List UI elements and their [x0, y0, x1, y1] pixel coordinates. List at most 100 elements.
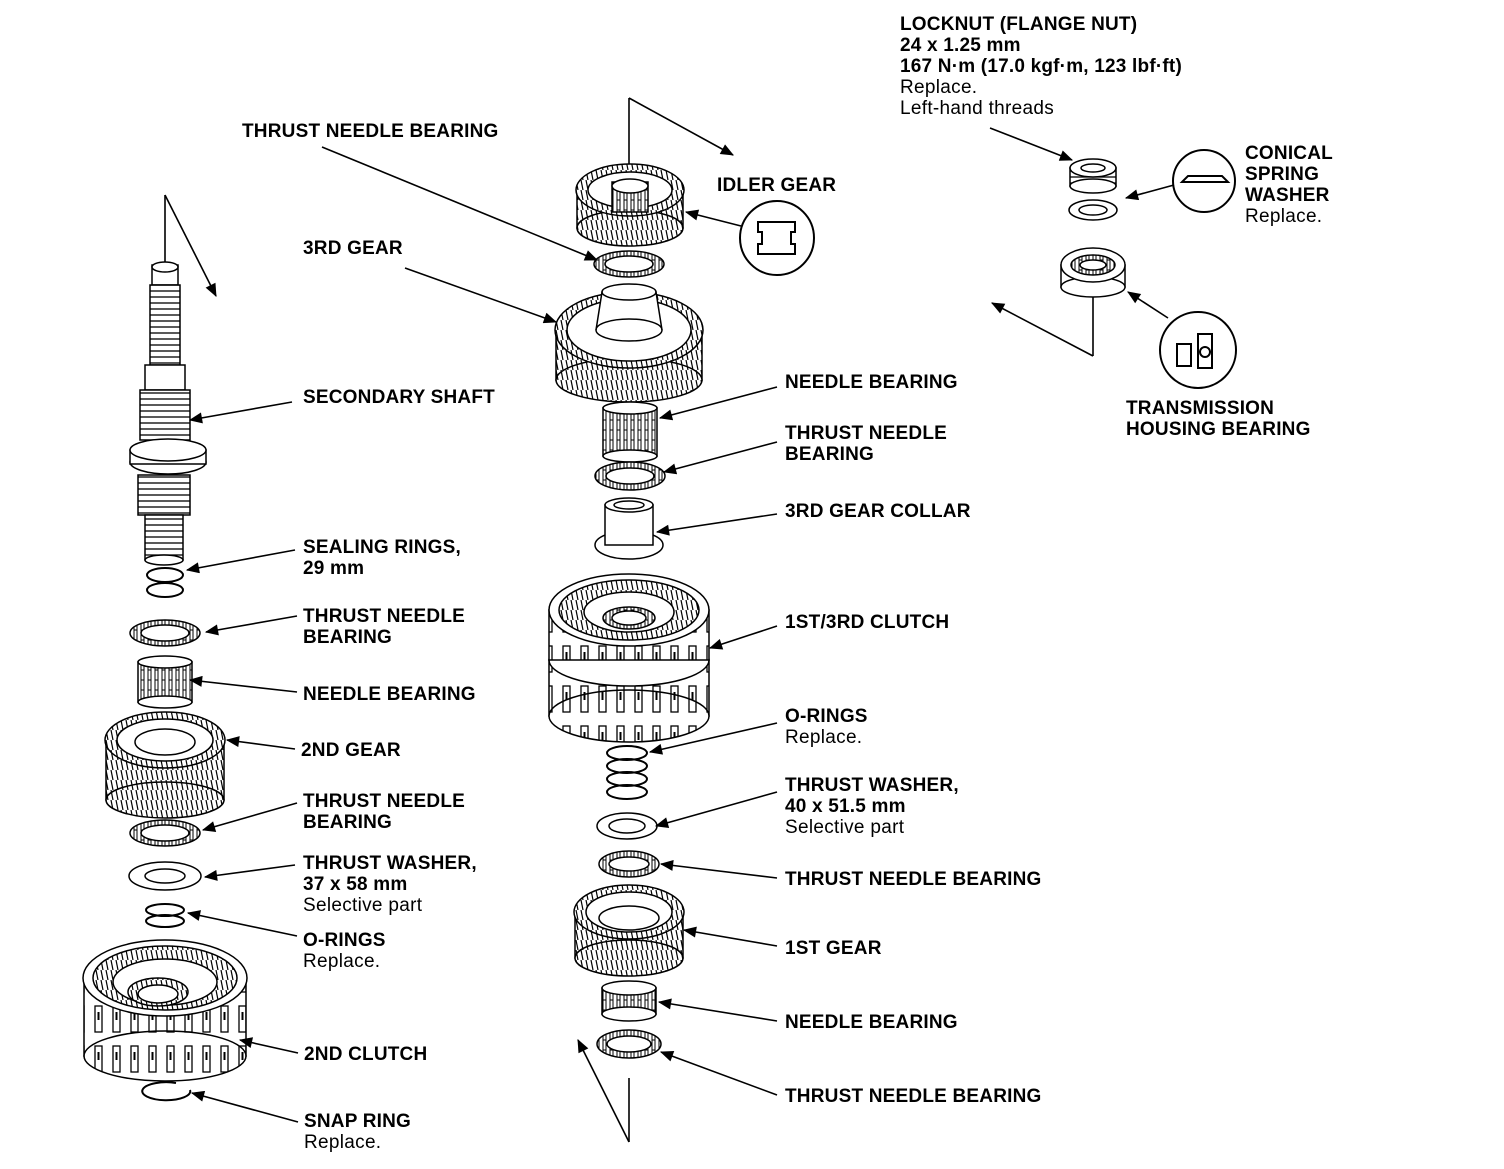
label-snap-ring: SNAP RING Replace. [304, 1111, 411, 1153]
label-first-gear: 1ST GEAR [785, 938, 882, 959]
label-secondary-shaft: SECONDARY SHAFT [303, 387, 495, 408]
thrust-needle-bearing-mid-3 [596, 1029, 662, 1059]
thrust-washer-mid [596, 812, 658, 840]
label-transmission-housing-bearing: TRANSMISSION HOUSING BEARING [1126, 398, 1311, 440]
label-locknut-line1: LOCKNUT (FLANGE NUT) [900, 14, 1138, 35]
first-third-clutch [548, 573, 710, 743]
label-tnb-left1-line1: THRUST NEEDLE [303, 606, 465, 627]
sealing-rings-left [146, 567, 184, 598]
leader-arrows [185, 127, 1175, 1123]
label-tnb-mid1-line1: THRUST NEEDLE [785, 423, 947, 444]
label-tnb-left1-line2: BEARING [303, 627, 393, 648]
label-tw-mid-line3: Selective part [785, 817, 905, 838]
label-second-clutch-text: 2ND CLUTCH [304, 1044, 428, 1065]
label-locknut: LOCKNUT (FLANGE NUT) 24 x 1.25 mm 167 N·… [900, 14, 1182, 119]
label-conical-line2: SPRING [1245, 164, 1320, 185]
label-thrust-needle-mid-3: THRUST NEEDLE BEARING [785, 1086, 1042, 1107]
label-first-third-clutch-text: 1ST/3RD CLUTCH [785, 612, 950, 633]
label-housing-line1: TRANSMISSION [1126, 398, 1275, 419]
label-housing-line2: HOUSING BEARING [1126, 419, 1311, 440]
label-orings-mid-line2: Replace. [785, 727, 863, 748]
label-tnb-mid2-text: THRUST NEEDLE BEARING [785, 869, 1042, 890]
o-rings-mid [606, 745, 648, 800]
conical-spring-washer [1068, 199, 1118, 221]
label-third-gear-collar-text: 3RD GEAR COLLAR [785, 501, 971, 522]
label-locknut-line3: 167 N·m (17.0 kgf·m, 123 lbf·ft) [900, 56, 1182, 77]
label-needle-bearing-mid-1: NEEDLE BEARING [785, 372, 958, 393]
label-needle-bearing-mid-2: NEEDLE BEARING [785, 1012, 958, 1033]
label-tw-left-line1: THRUST WASHER, [303, 853, 477, 874]
label-o-rings-mid: O-RINGS Replace. [785, 706, 868, 748]
housing-bearing-inset [1159, 311, 1237, 389]
label-first-third-clutch: 1ST/3RD CLUTCH [785, 612, 949, 633]
label-orings-mid-line1: O-RINGS [785, 706, 868, 727]
label-sealing-rings-line1: SEALING RINGS, [303, 537, 461, 558]
label-thrust-needle-mid-1: THRUST NEEDLE BEARING [785, 423, 947, 465]
label-snap-ring-line2: Replace. [304, 1132, 382, 1153]
label-third-gear: 3RD GEAR [303, 238, 403, 259]
label-tw-left-line3: Selective part [303, 895, 423, 916]
thrust-needle-bearing-mid-1 [594, 461, 666, 491]
label-thrust-needle-left-1: THRUST NEEDLE BEARING [303, 606, 465, 648]
label-conical-line1: CONICAL [1245, 143, 1333, 164]
label-tnb-mid1-line2: BEARING [785, 444, 875, 465]
label-tnb-left2-line1: THRUST NEEDLE [303, 791, 465, 812]
label-conical-spring-washer: CONICAL SPRING WASHER Replace. [1245, 143, 1333, 227]
label-second-gear: 2ND GEAR [301, 740, 401, 761]
label-needle-bearing-mid1-text: NEEDLE BEARING [785, 372, 958, 393]
thrust-washer-left [128, 861, 202, 891]
label-snap-ring-line1: SNAP RING [304, 1111, 412, 1132]
needle-bearing-mid-2 [601, 980, 657, 1022]
needle-bearing-mid-1 [602, 401, 658, 463]
label-secondary-shaft-text: SECONDARY SHAFT [303, 387, 495, 408]
snap-ring [141, 1081, 192, 1102]
label-thrust-washer-mid: THRUST WASHER, 40 x 51.5 mm Selective pa… [785, 775, 959, 838]
axis-lines [164, 97, 1094, 1143]
label-thrust-needle-top-text: THRUST NEEDLE BEARING [242, 121, 499, 142]
label-needle-bearing-left: NEEDLE BEARING [303, 684, 476, 705]
thrust-needle-bearing-left-2 [129, 819, 201, 847]
o-rings-left [145, 903, 185, 928]
label-needle-bearing-mid2-text: NEEDLE BEARING [785, 1012, 958, 1033]
label-locknut-line2: 24 x 1.25 mm [900, 35, 1021, 56]
label-thrust-washer-left: THRUST WASHER, 37 x 58 mm Selective part [303, 853, 477, 916]
label-thrust-needle-left-2: THRUST NEEDLE BEARING [303, 791, 465, 833]
label-tw-mid-line1: THRUST WASHER, [785, 775, 959, 796]
label-sealing-rings-line2: 29 mm [303, 558, 365, 579]
idler-gear-inset [739, 200, 815, 276]
label-orings-left-line2: Replace. [303, 951, 381, 972]
transmission-housing-bearing [1060, 247, 1126, 298]
label-tw-left-line2: 37 x 58 mm [303, 874, 408, 895]
label-tnb-left2-line2: BEARING [303, 812, 393, 833]
label-locknut-line4: Replace. [900, 77, 978, 98]
conical-spring-washer-inset [1172, 149, 1236, 213]
label-needle-bearing-left-text: NEEDLE BEARING [303, 684, 476, 705]
label-tw-mid-line2: 40 x 51.5 mm [785, 796, 906, 817]
label-second-gear-text: 2ND GEAR [301, 740, 401, 761]
thrust-needle-bearing-top [593, 250, 665, 278]
label-second-clutch: 2ND CLUTCH [304, 1044, 427, 1065]
locknut [1069, 158, 1117, 194]
thrust-needle-bearing-left-1 [129, 619, 201, 647]
label-third-gear-collar: 3RD GEAR COLLAR [785, 501, 971, 522]
first-gear [573, 884, 685, 977]
third-gear [554, 283, 704, 403]
label-tnb-mid3-text: THRUST NEEDLE BEARING [785, 1086, 1042, 1107]
label-locknut-line5: Left-hand threads [900, 98, 1055, 119]
label-o-rings-left: O-RINGS Replace. [303, 930, 386, 972]
label-idler-gear-text: IDLER GEAR [717, 175, 837, 196]
label-thrust-needle-bearing-top: THRUST NEEDLE BEARING [242, 121, 499, 142]
needle-bearing-left [137, 655, 193, 709]
third-gear-collar [594, 497, 664, 560]
label-idler-gear: IDLER GEAR [717, 175, 836, 196]
label-first-gear-text: 1ST GEAR [785, 938, 882, 959]
label-sealing-rings: SEALING RINGS, 29 mm [303, 537, 461, 579]
thrust-needle-bearing-mid-2 [598, 850, 660, 878]
second-clutch [82, 939, 248, 1082]
idler-gear [575, 163, 685, 247]
label-conical-line4: Replace. [1245, 206, 1323, 227]
second-gear [104, 711, 226, 819]
secondary-shaft [129, 261, 207, 566]
